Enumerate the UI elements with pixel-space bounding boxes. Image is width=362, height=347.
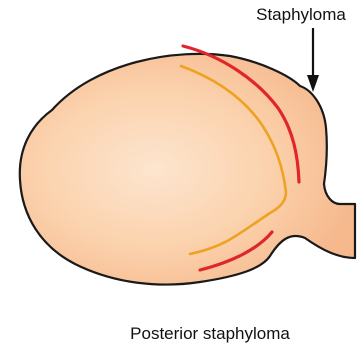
staphyloma-arrow (307, 28, 319, 92)
staphyloma-label: Staphyloma (256, 5, 346, 24)
diagram-caption: Posterior staphyloma (130, 324, 290, 343)
eyeball-globe (20, 54, 355, 285)
